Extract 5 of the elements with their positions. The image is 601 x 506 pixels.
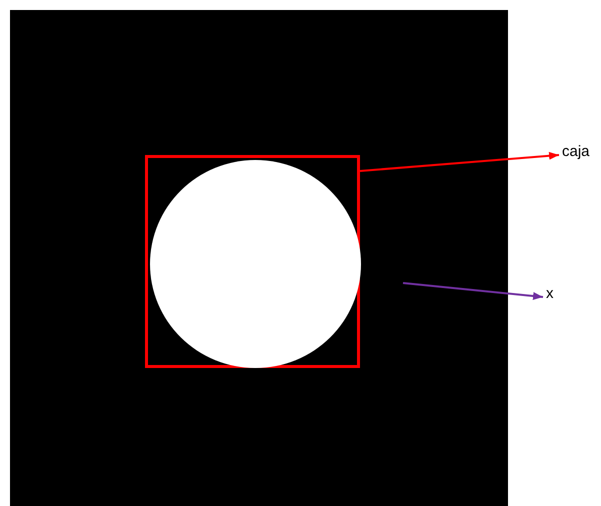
callout-label: caja — [562, 143, 590, 161]
background-square — [10, 10, 508, 506]
arrow — [360, 152, 560, 172]
callout-label: x — [546, 285, 554, 303]
arrow — [402, 282, 544, 300]
